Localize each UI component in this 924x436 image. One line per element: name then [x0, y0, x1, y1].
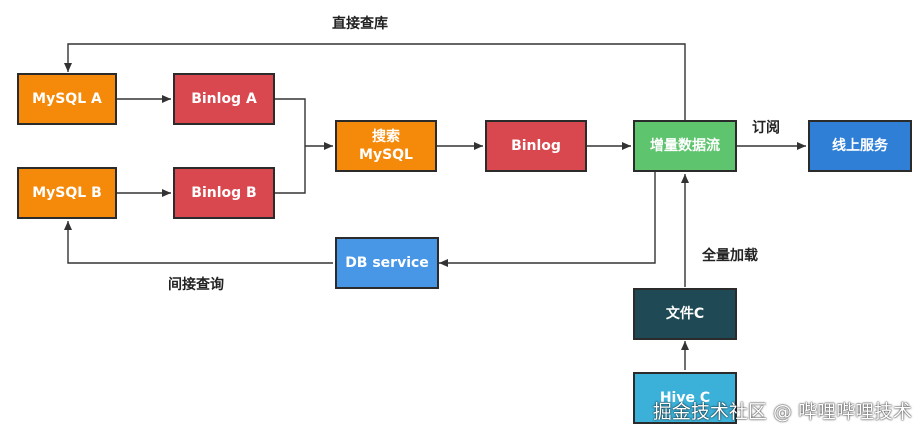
node-online-service: 线上服务 [808, 120, 912, 172]
edge-indirect-query [64, 221, 333, 264]
edge-binlog-b-merge [275, 146, 306, 194]
node-binlog-b: Binlog B [173, 167, 275, 219]
node-mysql-b: MySQL B [17, 167, 117, 219]
node-mysql-a: MySQL A [17, 73, 117, 125]
edge-direct-query [64, 43, 686, 120]
watermark: 掘金技术社区 @ 哔哩哔哩技术 [652, 401, 912, 423]
node-file-c: 文件C [633, 288, 737, 340]
node-incremental-data-stream: 增量数据流 [633, 120, 737, 172]
label-direct-query: 直接查库 [332, 16, 388, 32]
node-db-service: DB service [335, 237, 439, 289]
node-binlog-a: Binlog A [173, 73, 275, 125]
label-indirect-query: 间接查询 [168, 277, 224, 293]
node-binlog: Binlog [485, 120, 587, 172]
label-subscribe: 订阅 [752, 120, 780, 136]
label-full-load: 全量加载 [702, 248, 758, 264]
node-search-mysql: 搜索 MySQL [335, 120, 437, 172]
edge-binlog-a-merge [275, 98, 306, 146]
edge-incremental-db-service [439, 172, 656, 267]
node-hive-c: Hive C [633, 372, 737, 424]
